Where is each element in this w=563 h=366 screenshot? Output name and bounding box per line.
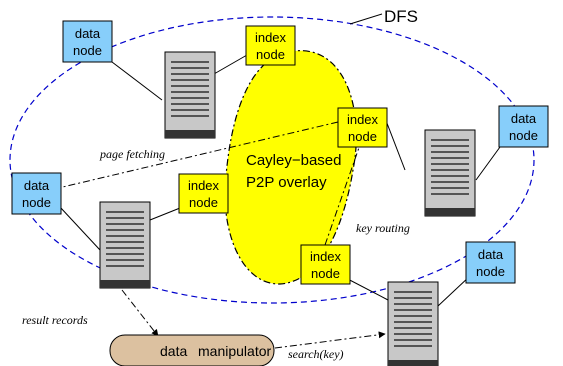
index-node: index node — [178, 173, 229, 214]
search-arrow — [274, 331, 386, 349]
svg-text:node: node — [348, 129, 377, 144]
svg-text:node: node — [509, 128, 538, 143]
page-fetching-label: page fetching — [99, 147, 165, 161]
svg-text:node: node — [73, 43, 102, 58]
svg-text:node: node — [189, 195, 218, 210]
svg-text:node: node — [311, 266, 340, 281]
server-icon — [164, 51, 216, 139]
svg-text:data: data — [478, 247, 504, 262]
svg-text:data: data — [160, 343, 187, 359]
svg-text:index: index — [255, 30, 287, 45]
server-icon — [424, 129, 476, 217]
svg-text:index: index — [310, 249, 342, 264]
svg-text:data: data — [511, 111, 537, 126]
key-routing-arrow — [324, 138, 364, 246]
page-fetching-arrow — [49, 121, 339, 192]
data-node: data node — [62, 20, 113, 63]
index-node: index node — [337, 107, 388, 148]
svg-text:node: node — [256, 47, 285, 62]
index-node: index node — [300, 244, 351, 285]
key-routing-label: key routing — [356, 221, 410, 235]
svg-text:index: index — [347, 112, 379, 127]
dfs-label-leader — [349, 13, 383, 25]
index-node: index node — [245, 25, 296, 66]
data-manipulator: data manipulator — [109, 334, 275, 366]
search-label: search(key) — [288, 347, 344, 361]
svg-text:node: node — [476, 264, 505, 279]
data-node: data node — [498, 105, 549, 148]
result-records-arrow — [121, 289, 159, 337]
svg-text:index: index — [188, 178, 220, 193]
dfs-title: DFS — [384, 7, 418, 26]
data-node: data node — [465, 241, 516, 284]
result-records-label: result records — [22, 313, 88, 327]
dfs-boundary — [9, 16, 535, 304]
p2p-overlay — [224, 50, 357, 285]
overlay-label-line1: Cayley−based — [246, 152, 341, 169]
overlay-label-line2: P2P overlay — [246, 174, 327, 191]
svg-text:data: data — [24, 178, 50, 193]
server-icon — [387, 281, 439, 366]
svg-text:node: node — [22, 195, 51, 210]
svg-text:manipulator: manipulator — [198, 343, 271, 359]
data-node: data node — [11, 172, 62, 215]
svg-text:data: data — [75, 26, 101, 41]
server-icon — [99, 201, 151, 289]
